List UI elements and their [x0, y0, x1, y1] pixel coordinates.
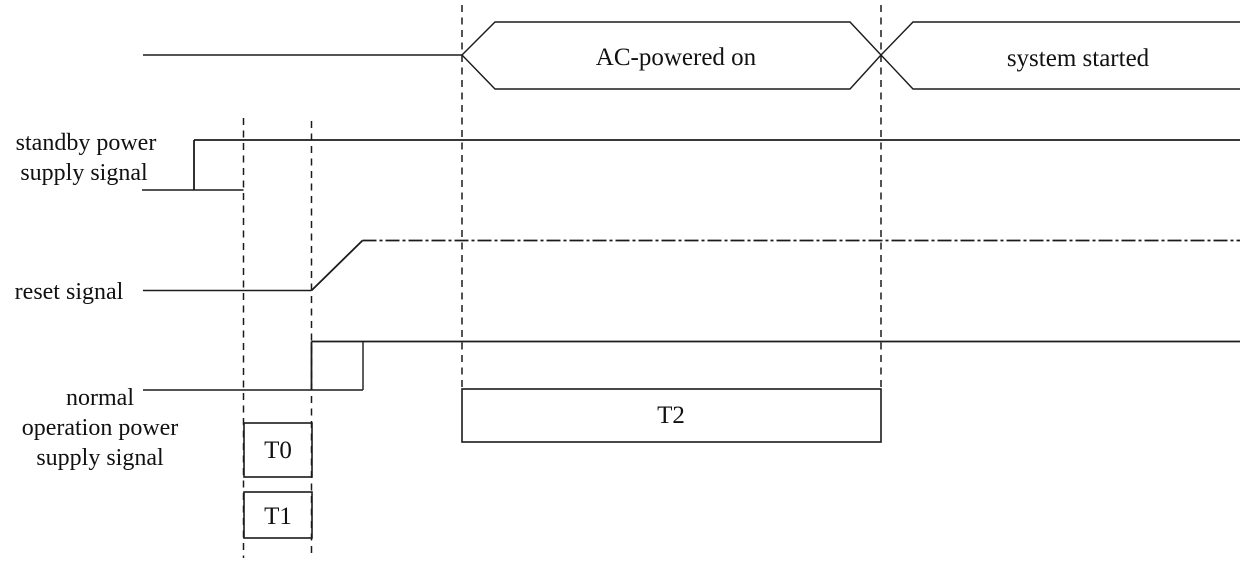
standby-signal-label-line-1: standby power — [16, 130, 157, 156]
interval-boxes: T0 T1 T2 — [243, 388, 882, 539]
reset-signal-label: reset signal — [15, 279, 124, 305]
normal-signal-label-line-1: normal — [66, 385, 134, 411]
bus-state-system-outline — [880, 21, 1240, 90]
normal-signal-label-line-2: operation power — [22, 415, 179, 441]
standby-power-signal-trace — [142, 139, 1240, 191]
bus-state-label-system-started: system started — [1007, 45, 1150, 72]
normal-signal-label-line-3: supply signal — [36, 445, 164, 471]
t0-interval-label: T0 — [264, 437, 292, 464]
t2-interval-box — [461, 388, 882, 443]
bus-signal: AC-powered on system started — [143, 21, 1240, 90]
timing-guide-lines — [242, 5, 882, 558]
t1-interval-label: T1 — [264, 503, 292, 530]
signal-labels: standby power supply signal reset signal… — [15, 130, 179, 471]
t1-interval-box — [243, 491, 313, 539]
t0-interval-box — [243, 422, 313, 478]
bus-state-label-ac-powered-on: AC-powered on — [596, 44, 757, 71]
t2-interval-label: T2 — [657, 402, 685, 429]
bus-state-ac-outline — [461, 21, 882, 90]
reset-signal-ramp — [310, 239, 364, 292]
standby-signal-label-line-2: supply signal — [20, 160, 148, 186]
reset-signal-trace — [143, 239, 1240, 292]
normal-power-signal-trace — [143, 340, 1240, 391]
